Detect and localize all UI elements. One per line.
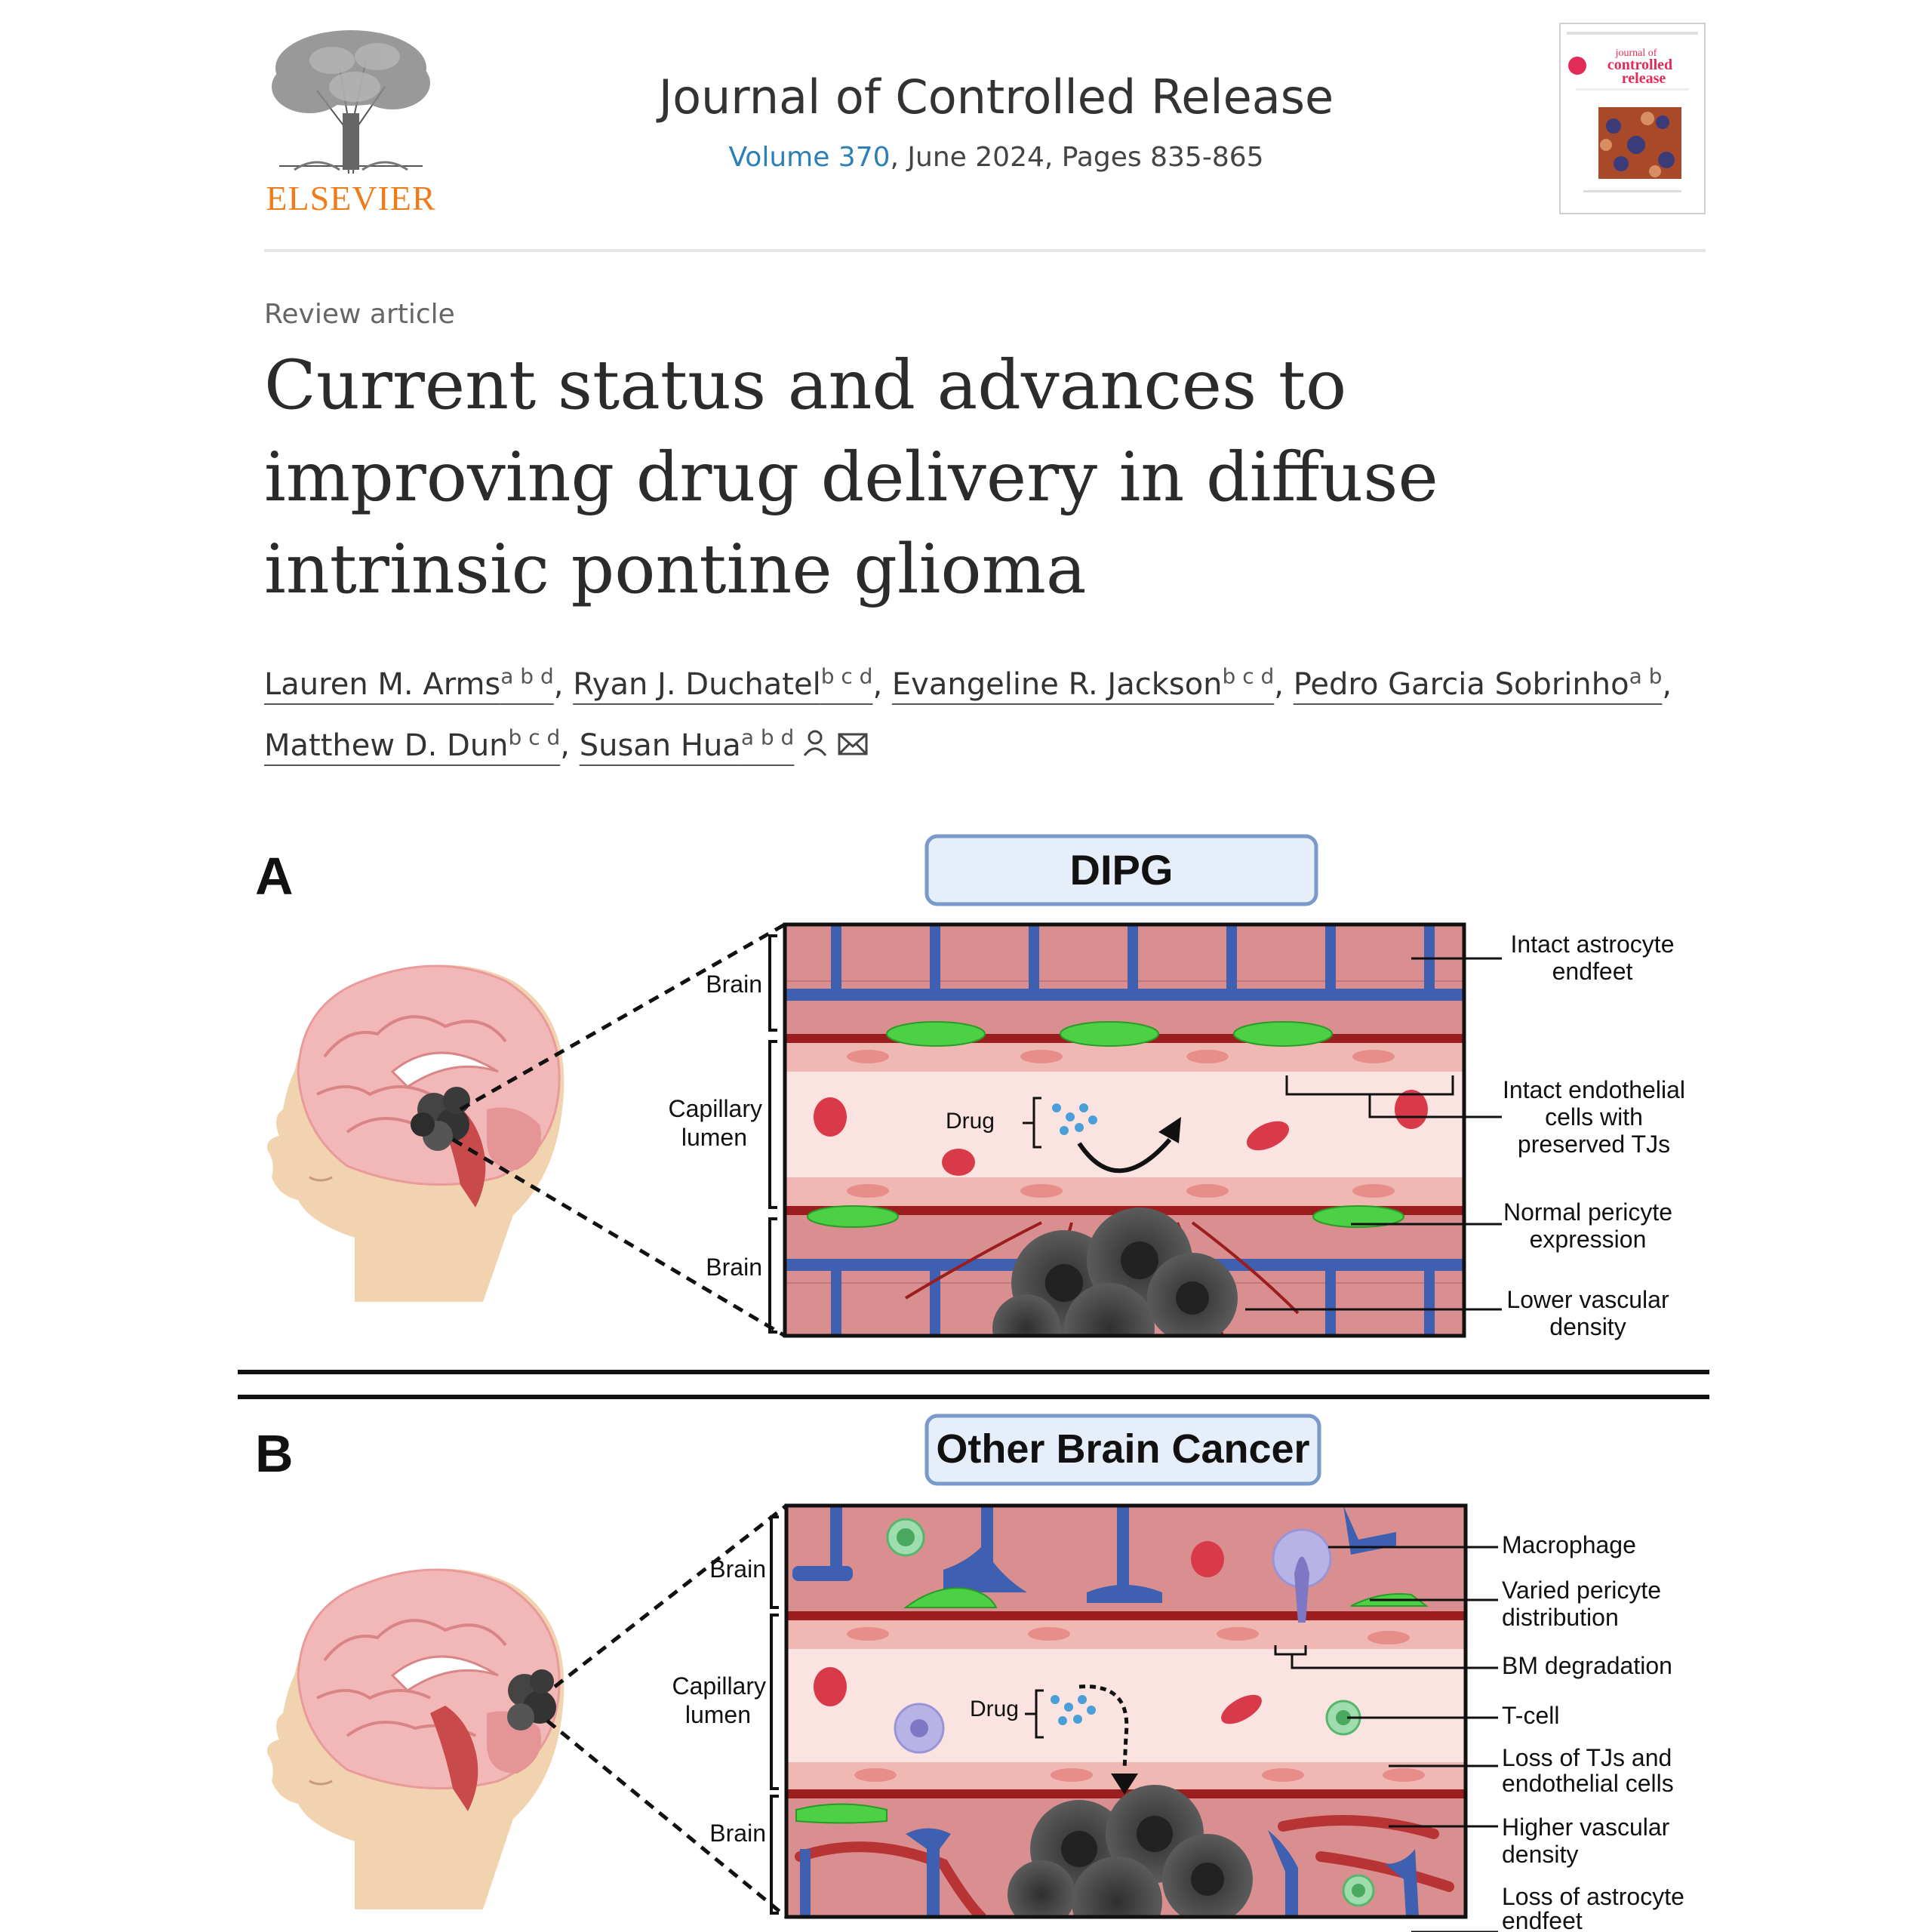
author-link-corresponding[interactable]: Susan Huaa b d: [580, 724, 870, 763]
drug-label-b: Drug: [970, 1697, 1019, 1721]
drug-label-a: Drug: [946, 1109, 995, 1134]
issue-date-pages: , June 2024, Pages 835-865: [890, 142, 1264, 173]
tree-icon: [272, 30, 430, 174]
panel-separator-bottom: [238, 1395, 1709, 1399]
annotation-astrocyte-loss-b-2: endfeet: [1502, 1907, 1583, 1932]
head-illustration-a: [267, 964, 565, 1302]
annotation-bm-degradation-b: BM degradation: [1502, 1652, 1672, 1679]
annotation-pericyte-b-2: distribution: [1502, 1604, 1619, 1631]
author-link[interactable]: Lauren M. Armsa b d: [264, 664, 554, 703]
diagram-frame-b: [784, 1503, 1468, 1919]
brackets-b: [770, 1515, 779, 1915]
annotation-endothelial-a-2: cells with: [1545, 1103, 1643, 1131]
annotation-pericyte-b-1: Varied pericyte: [1502, 1577, 1661, 1604]
annotation-vascular-a-1: Lower vascular: [1506, 1286, 1669, 1313]
annotation-pericyte-a-1: Normal pericyte: [1503, 1198, 1672, 1226]
label-capillary-a: Capillary: [669, 1095, 762, 1122]
author-link[interactable]: Evangeline R. Jacksonb c d: [891, 664, 1275, 703]
annotation-astrocyte-a-2: endfeet: [1552, 958, 1633, 985]
brackets-a: [768, 934, 777, 1334]
annotation-tj-loss-b-1: Loss of TJs and: [1502, 1744, 1672, 1771]
annotation-endothelial-a-3: preserved TJs: [1518, 1131, 1670, 1158]
author-link[interactable]: Matthew D. Dunb c d: [264, 724, 561, 763]
author-list: Lauren M. Armsa b d, Ryan J. Duchatelb c…: [264, 664, 1672, 763]
svg-text:release: release: [1622, 70, 1666, 87]
svg-text:controlled: controlled: [1607, 57, 1672, 73]
panel-a-letter: A: [255, 847, 294, 906]
diagram-frame-a: [783, 922, 1466, 1338]
author-link[interactable]: Pedro Garcia Sobrinhoa b: [1293, 664, 1663, 703]
journal-issue-info: Volume 370, June 2024, Pages 835-865: [528, 142, 1464, 173]
article-type-label: Review article: [264, 299, 455, 330]
publisher-name: ELSEVIER: [266, 179, 436, 217]
journal-title[interactable]: Journal of Controlled Release: [658, 69, 1334, 125]
annotation-tj-loss-b-2: endothelial cells: [1502, 1770, 1674, 1797]
journal-cover-image: journal of controlled release: [1567, 32, 1698, 192]
header-divider: [264, 249, 1706, 252]
panel-b-letter: B: [255, 1424, 294, 1483]
bbb-diagram-a: [785, 924, 1464, 1336]
label-brain-top-b: Brain: [709, 1555, 766, 1583]
label-brain-bottom-a: Brain: [706, 1254, 762, 1281]
annotation-vascular-b-1: Higher vascular: [1502, 1814, 1670, 1841]
label-lumen-b: lumen: [685, 1701, 751, 1728]
bbb-diagram-b: [786, 1506, 1466, 1917]
zoom-line-a-bottom: [451, 1137, 786, 1338]
panel-a-title: DIPG: [1070, 846, 1174, 894]
label-brain-bottom-b: Brain: [709, 1820, 766, 1847]
annotation-astrocyte-a-1: Intact astrocyte: [1511, 931, 1675, 958]
annotation-vascular-a-2: density: [1549, 1313, 1626, 1340]
author-link[interactable]: Ryan J. Duchatelb c d: [573, 664, 873, 703]
head-illustration-b: [267, 1568, 565, 1909]
label-capillary-b: Capillary: [672, 1672, 766, 1700]
tumor-icon-b: [507, 1669, 556, 1730]
article-title: Current status and advances to improving…: [264, 346, 1438, 609]
annotation-pericyte-a-2: expression: [1530, 1226, 1647, 1253]
zoom-line-a-top: [459, 922, 786, 1112]
panel-a-title-box: [924, 834, 1318, 906]
journal-cover-thumbnail[interactable]: journal of controlled release: [1559, 23, 1706, 214]
volume-link[interactable]: Volume 370: [728, 142, 891, 173]
annotation-astrocyte-loss-b-1: Loss of astrocyte: [1502, 1883, 1684, 1910]
annotation-tcell-b: T-cell: [1502, 1702, 1559, 1729]
label-lumen-a: lumen: [681, 1124, 747, 1151]
cover-title-text: journal of: [1615, 48, 1657, 59]
leader-lines-b: [1274, 1546, 1498, 1932]
panel-b-title-box: [924, 1414, 1321, 1486]
label-brain-top-a: Brain: [706, 971, 762, 998]
person-icon: [808, 730, 823, 745]
elsevier-tree-logo[interactable]: [264, 23, 438, 219]
annotation-vascular-b-2: density: [1502, 1841, 1578, 1868]
leader-lines-a: [1245, 957, 1502, 1311]
annotation-macrophage-b: Macrophage: [1502, 1531, 1636, 1558]
mail-icon: [838, 733, 868, 755]
person-email-icons: [804, 730, 868, 756]
zoom-line-b-top: [553, 1504, 788, 1688]
panel-separator-top: [238, 1370, 1709, 1374]
annotation-endothelial-a-1: Intact endothelial: [1503, 1076, 1685, 1103]
macrophage-icon: [1272, 1528, 1332, 1623]
panel-b-title: Other Brain Cancer: [936, 1426, 1309, 1472]
zoom-line-b-bottom: [546, 1719, 788, 1918]
